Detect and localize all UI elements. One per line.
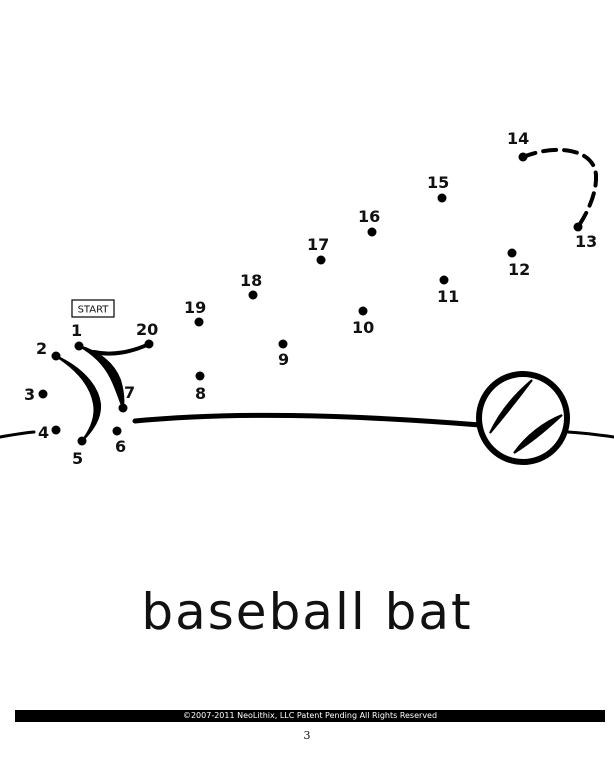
- dot-number-20: 20: [136, 320, 158, 339]
- dot-number-16: 16: [358, 207, 380, 226]
- dot-number-15: 15: [427, 173, 449, 192]
- dot-number-18: 18: [240, 271, 262, 290]
- dot-12[interactable]: [507, 248, 517, 258]
- dot-8[interactable]: [195, 371, 205, 381]
- dot-number-9: 9: [278, 350, 289, 369]
- dot-17[interactable]: [316, 255, 326, 265]
- dot-11[interactable]: [439, 275, 449, 285]
- page-number: 3: [303, 729, 311, 742]
- dot-number-7: 7: [124, 383, 135, 402]
- dashed-guide-line: [521, 147, 599, 229]
- dot-9[interactable]: [278, 339, 288, 349]
- copyright-footer: ©2007-2011 NeoLithix, LLC Patent Pending…: [15, 710, 605, 722]
- ground-line: [0, 430, 36, 439]
- ground-line: [566, 430, 614, 439]
- dot-20[interactable]: [144, 339, 154, 349]
- dot-4[interactable]: [51, 425, 61, 435]
- dot-2[interactable]: [51, 351, 61, 361]
- dot-15[interactable]: [437, 193, 447, 203]
- dot-18[interactable]: [248, 290, 258, 300]
- dot-number-13: 13: [575, 232, 597, 251]
- baseball: [476, 371, 570, 465]
- dot-19[interactable]: [194, 317, 204, 327]
- dot-number-17: 17: [307, 235, 329, 254]
- start-label-box: START: [71, 299, 115, 318]
- dot-14[interactable]: [518, 152, 528, 162]
- start-label: START: [78, 305, 110, 316]
- dot-number-14: 14: [507, 129, 529, 148]
- dot-number-4: 4: [38, 423, 49, 442]
- ground-line: [132, 412, 483, 428]
- dot-group: 1 2 3 4 5 6 7 8 9 10 11 12 13 14 15 16 1: [24, 129, 597, 468]
- dot-number-2: 2: [36, 339, 47, 358]
- dot-number-1: 1: [71, 321, 82, 340]
- dot-number-5: 5: [72, 449, 83, 468]
- dot-number-10: 10: [352, 318, 374, 337]
- dot-number-3: 3: [24, 385, 35, 404]
- dot-number-11: 11: [437, 287, 459, 306]
- dot-6[interactable]: [112, 426, 122, 436]
- dot-16[interactable]: [367, 227, 377, 237]
- dot-number-8: 8: [195, 384, 206, 403]
- dot-number-12: 12: [508, 260, 530, 279]
- dot-3[interactable]: [38, 389, 48, 399]
- dot-number-19: 19: [184, 298, 206, 317]
- dot-7[interactable]: [118, 403, 128, 413]
- dot-number-6: 6: [115, 437, 126, 456]
- puzzle-caption: baseball bat: [141, 583, 473, 641]
- dot-10[interactable]: [358, 306, 368, 316]
- dot-5[interactable]: [77, 436, 87, 446]
- dot-1[interactable]: [74, 341, 84, 351]
- dot-13[interactable]: [573, 222, 583, 232]
